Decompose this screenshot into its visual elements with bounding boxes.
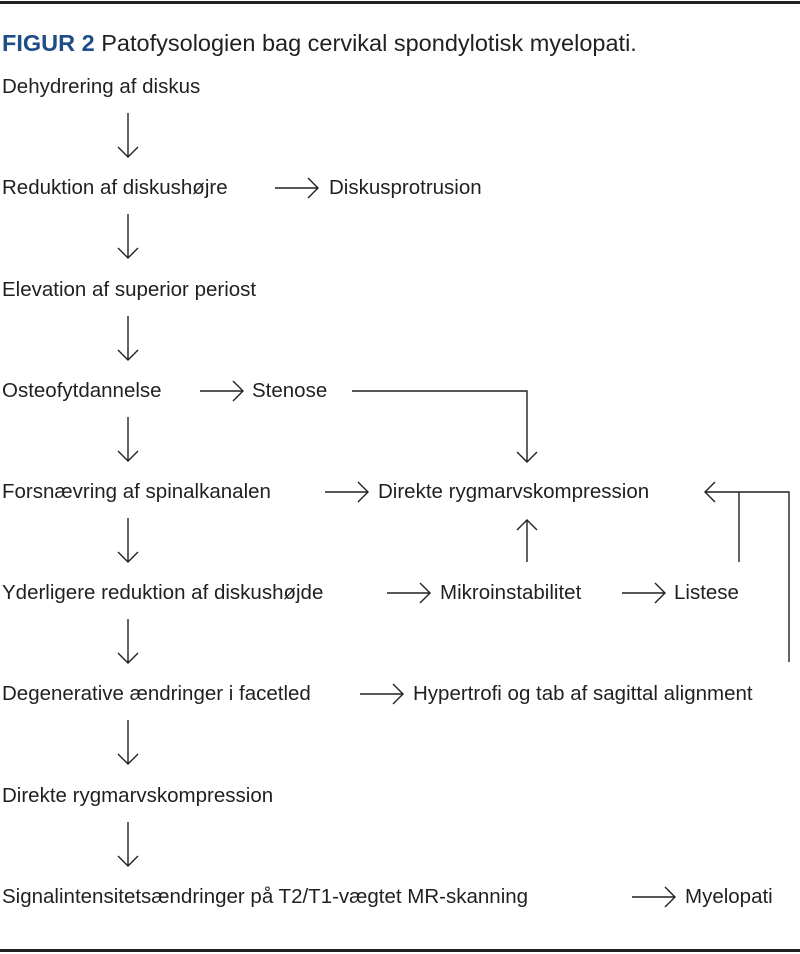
node-forsnaevring: Forsnævring af spinalkanalen: [2, 480, 271, 503]
arrow-down-7: [117, 720, 139, 765]
arrow-right-myelopati: [632, 886, 676, 908]
node-direkte-rygmarvskompression-2: Direkte rygmarvskompression: [2, 784, 274, 807]
node-dehydrering: Dehydrering af diskus: [2, 75, 201, 98]
node-yderligere: Yderligere reduktion af diskushøjde: [2, 581, 324, 604]
node-osteofyt: Osteofytdannelse: [2, 379, 162, 402]
connector-hypertrofi-to-direkte: [704, 481, 790, 662]
figure-title: FIGUR 2 Patofysologien bag cervikal spon…: [2, 30, 637, 57]
arrow-right-listese: [622, 582, 666, 604]
bottom-rule: [0, 949, 800, 952]
node-elevation: Elevation af superior periost: [2, 278, 257, 301]
arrow-down-6: [117, 619, 139, 664]
arrow-down-4: [117, 417, 139, 462]
arrow-down-1: [117, 113, 139, 158]
arrow-down-8: [117, 822, 139, 867]
arrow-up-mikro-to-direkte: [516, 519, 538, 562]
node-listese: Listese: [674, 581, 739, 604]
node-reduktion: Reduktion af diskushøjre: [2, 176, 228, 199]
arrow-right-direkte: [325, 481, 369, 503]
node-degenerative: Degenerative ændringer i facetled: [2, 682, 311, 705]
connector-stenose-to-direkte: [352, 390, 538, 463]
node-stenose: Stenose: [252, 379, 328, 402]
figure-label: FIGUR 2: [2, 30, 95, 56]
node-direkte-rygmarvskompression: Direkte rygmarvskompression: [378, 480, 650, 503]
node-diskusprotrusion: Diskusprotrusion: [329, 176, 482, 199]
figure-caption: Patofysologien bag cervikal spondylotisk…: [101, 30, 637, 56]
arrow-down-2: [117, 214, 139, 259]
arrow-down-5: [117, 518, 139, 563]
node-myelopati: Myelopati: [685, 885, 773, 908]
top-rule: [0, 1, 800, 4]
arrow-right-hypertrofi: [360, 683, 404, 705]
node-signal: Signalintensitetsændringer på T2/T1-vægt…: [2, 885, 529, 908]
arrow-right-stenose: [200, 380, 244, 402]
arrow-down-3: [117, 316, 139, 361]
node-hypertrofi: Hypertrofi og tab af sagittal alignment: [413, 682, 753, 705]
node-mikroinstabilitet: Mikroinstabilitet: [440, 581, 582, 604]
arrow-right-protrusion: [275, 177, 319, 199]
arrow-right-mikro: [387, 582, 431, 604]
